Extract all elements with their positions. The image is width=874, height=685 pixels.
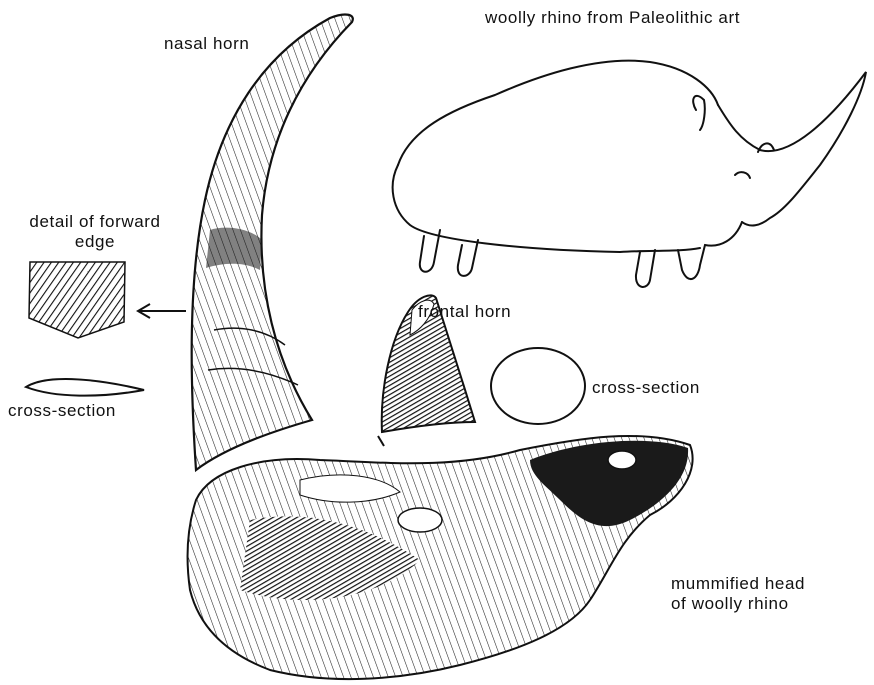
forward-edge-detail [29,262,125,338]
label-detail-line2: edge [2,232,188,252]
nasal-horn-drawing [192,15,353,470]
mummified-head-drawing [188,436,693,679]
label-detail-forward-edge: detail of forward edge [2,212,188,251]
label-nasal-horn: nasal horn [164,34,249,54]
arrow-left-icon [138,304,186,318]
label-cross-section-right: cross-section [592,378,700,398]
label-mummified-line1: mummified head [671,574,805,594]
label-rhino-art: woolly rhino from Paleolithic art [485,8,740,28]
label-detail-line1: detail of forward [2,212,188,232]
label-mummified-head: mummified head of woolly rhino [671,574,805,613]
label-mummified-line2: of woolly rhino [671,594,805,614]
label-cross-section-left: cross-section [8,401,116,421]
frontal-horn-cross-section [491,348,585,424]
label-frontal-horn: frontal horn [418,302,511,322]
nasal-horn-cross-section [26,379,144,396]
woolly-rhino-art-drawing [393,61,866,287]
